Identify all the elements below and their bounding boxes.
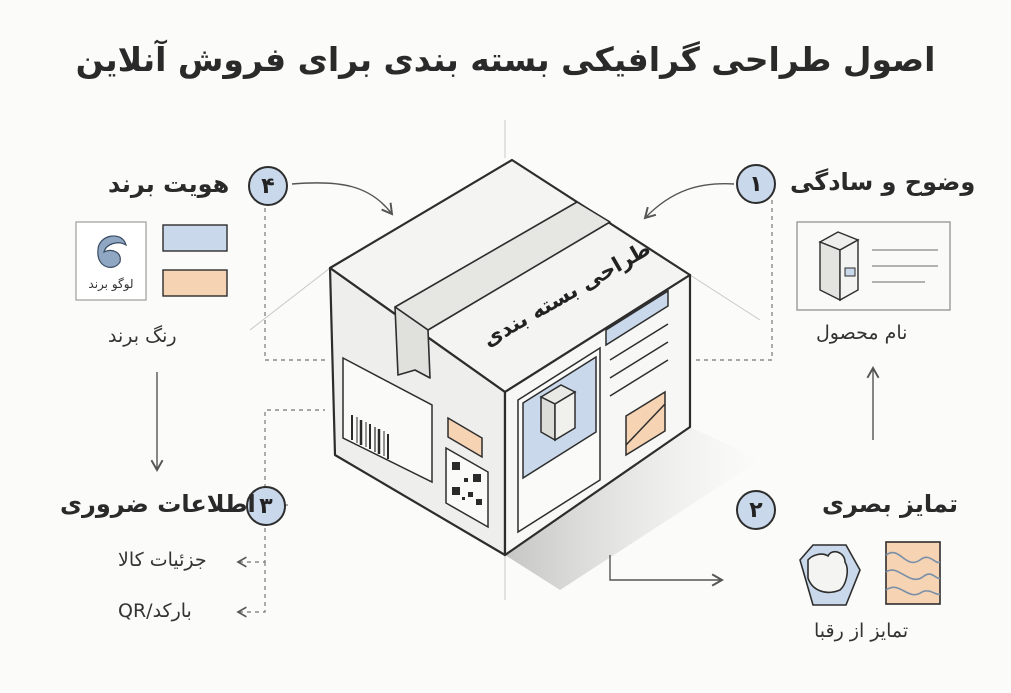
qr-pattern (452, 462, 482, 505)
section-heading-visual: تمایز بصری (822, 490, 958, 518)
brand-color-blue (162, 224, 228, 252)
box-right-details (517, 289, 669, 534)
brand-color-peach (162, 269, 228, 297)
box-shadow (505, 427, 760, 590)
section-heading-clarity: وضوح و سادگی (790, 168, 976, 196)
page-title: اصول طراحی گرافیکی بسته بندی برای فروش آ… (75, 40, 936, 79)
section-heading-brand: هویت برند (108, 170, 230, 198)
brand-illustration (75, 221, 228, 301)
shipping-label (342, 356, 433, 484)
barcode (351, 415, 389, 459)
step-number-2: ۲ (736, 490, 776, 530)
caption-product-name: نام محصول (816, 322, 908, 344)
connector-arrows (150, 182, 880, 587)
section-heading-info: اطلاعات ضروری (60, 490, 256, 518)
peach-label (447, 416, 483, 459)
box-left-details (342, 356, 489, 529)
step-number-4: ۴ (248, 166, 288, 206)
tape-flap (394, 306, 431, 379)
logo-card (75, 221, 147, 301)
info-item-barcode: بارکد/QR (118, 600, 192, 622)
blue-header-bar (605, 289, 669, 347)
caption-brand-color: رنگ برند (108, 325, 177, 347)
step-number-3: ۳ (246, 486, 286, 526)
caption-differentiation: تمایز از رقبا (814, 620, 909, 642)
construction-lines (249, 120, 761, 600)
product-card-illustration (796, 221, 951, 311)
differentiation-illustration (799, 541, 941, 606)
logo-label: لوگو برند (88, 277, 133, 292)
info-item-product-details: جزئیات کالا (118, 549, 207, 571)
logo-icon (97, 235, 127, 268)
step-number-1: ۱ (736, 164, 776, 204)
